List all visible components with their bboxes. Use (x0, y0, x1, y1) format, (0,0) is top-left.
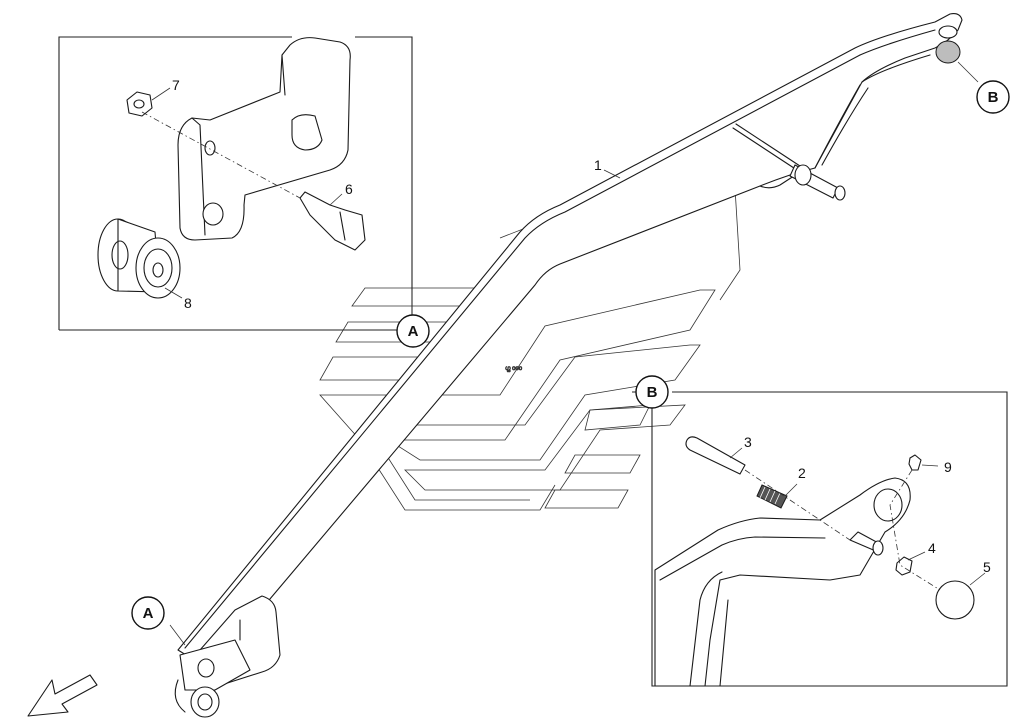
part-number-6: 6 (345, 181, 353, 197)
part-number-9: 9 (944, 459, 952, 475)
lift-arm (174, 13, 963, 718)
part-number-5: 5 (983, 559, 991, 575)
callout-b-detail-label: B (647, 384, 658, 401)
callout-a-main-label: A (143, 605, 154, 622)
part-number-1: 1 (594, 157, 602, 173)
callout-a-detail: A (396, 314, 430, 348)
callout-b-detail: B (635, 375, 669, 409)
part-number-2: 2 (798, 465, 806, 481)
part-number-7: 7 (172, 77, 180, 93)
callout-b-main-leader (957, 61, 979, 83)
direction-arrow-icon (27, 674, 98, 717)
callout-b-main-label: B (988, 89, 999, 106)
spring-2-icon (756, 484, 788, 509)
part-number-3: 3 (744, 434, 752, 450)
callout-a-main: A (131, 596, 165, 630)
part-number-4: 4 (928, 540, 936, 556)
callout-a-main-leader (169, 624, 186, 646)
callout-b-main: B (976, 80, 1010, 114)
part-number-8: 8 (184, 295, 192, 311)
svg-text:ഗ്ഗ ooo: ഗ്ഗ ooo (505, 366, 523, 373)
detail-a-frame (58, 36, 413, 331)
part-1-leader (603, 169, 621, 179)
callout-a-detail-label: A (408, 323, 419, 340)
detail-b-frame (632, 391, 1008, 687)
